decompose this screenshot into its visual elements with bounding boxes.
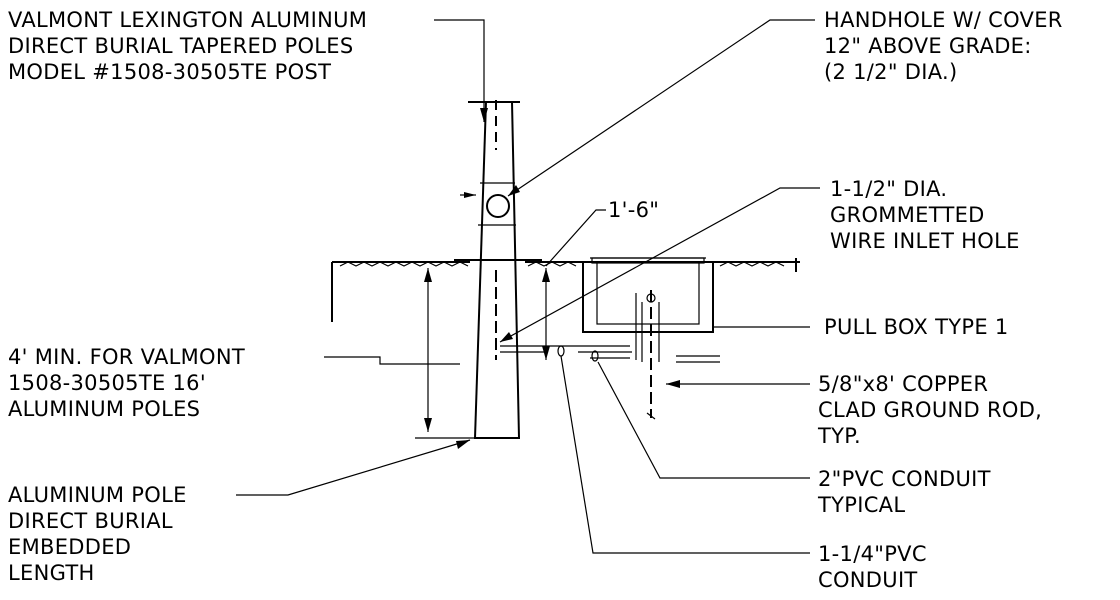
handhole-symbol — [486, 194, 510, 218]
label-pull-box: PULL BOX TYPE 1 — [824, 315, 1009, 339]
label-2in-conduit: 2"PVC CONDUIT TYPICAL — [818, 467, 991, 517]
leader-lines — [236, 19, 820, 554]
pole-shaft — [468, 100, 520, 439]
label-embedded-length: ALUMINUM POLE DIRECT BURIAL EMBEDDED LEN… — [8, 483, 187, 585]
label-114-conduit: 1-1/4"PVC CONDUIT — [818, 542, 927, 592]
label-wire-inlet: 1-1/2" DIA. GROMMETTED WIRE INLET HOLE — [830, 177, 1020, 253]
conduits — [500, 345, 720, 363]
label-handhole: HANDHOLE W/ COVER 12" ABOVE GRADE: (2 1/… — [824, 8, 1063, 84]
label-dimension-1-6: 1'-6" — [608, 198, 660, 222]
label-pole-description: VALMONT LEXINGTON ALUMINUM DIRECT BURIAL… — [8, 8, 368, 84]
dimension-1-6 — [542, 209, 606, 360]
dimension-embed — [415, 268, 476, 439]
label-embed-depth: 4' MIN. FOR VALMONT 1508-30505TE 16' ALU… — [8, 345, 246, 421]
label-ground-rod: 5/8"x8' COPPER CLAD GROUND ROD, TYP. — [818, 372, 1043, 448]
grade-line — [331, 258, 800, 322]
pull-box — [582, 257, 714, 333]
ground-rod — [635, 290, 660, 420]
